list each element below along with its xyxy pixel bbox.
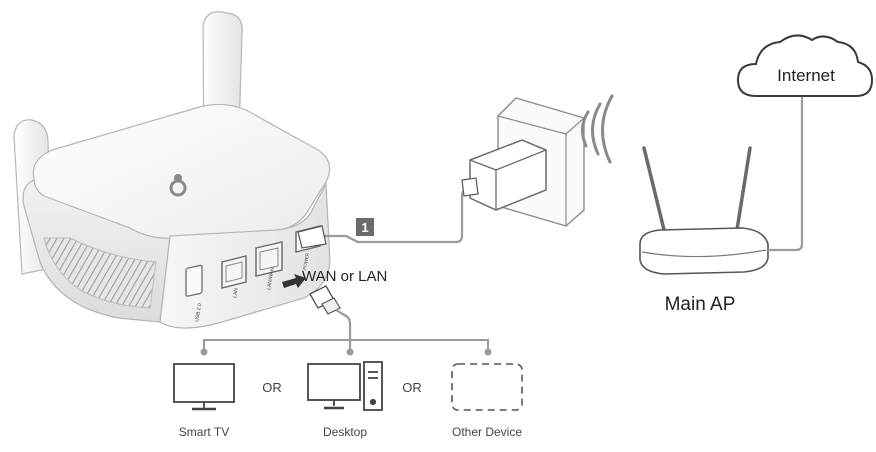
smart-tv-label: Smart TV (179, 425, 229, 439)
wifi-signal-icon (581, 94, 614, 164)
power-adapter-icon (461, 139, 547, 211)
router-vent (43, 237, 157, 309)
device-bracket (203, 339, 489, 352)
internet-label: Internet (777, 66, 835, 85)
router-logo-icon (169, 174, 187, 197)
power-port-label: POWER (302, 252, 310, 270)
main-ap-label: Main AP (665, 294, 736, 315)
arrow-icon (282, 274, 306, 288)
or-label-1: OR (262, 380, 282, 395)
tv-icon (173, 363, 235, 411)
wan-or-lan-label: WAN or LAN (302, 268, 387, 285)
cloud-icon: Internet (736, 34, 874, 97)
router-top (32, 103, 331, 239)
lan-port: LAN (221, 255, 247, 298)
ethernet-plug-icon (309, 285, 341, 315)
step-number: 1 (361, 220, 368, 235)
other-device-label: Other Device (452, 425, 522, 439)
desktop-icon (307, 363, 361, 410)
lan-port-label: LAN (232, 287, 240, 298)
travel-router: USB 2.0 LAN LAN/WAN POWER (13, 11, 331, 329)
usb-port: USB 2.0 (185, 264, 203, 323)
or-label-2: OR (402, 380, 422, 395)
bracket-dot-left (200, 348, 208, 356)
wan-cable (768, 94, 804, 252)
wan-lan-port-label: LAN/WAN (266, 267, 276, 291)
ethernet-cable: WAN or LAN (282, 268, 387, 352)
step-badge: 1 (356, 218, 374, 236)
bracket-dot-center (346, 348, 354, 356)
wan-lan-port: LAN/WAN (255, 241, 283, 291)
desktop-label: Desktop (323, 425, 367, 439)
other-device-icon (451, 363, 523, 411)
main-ap-router: Main AP (639, 146, 769, 315)
usb-port-label: USB 2.0 (194, 303, 203, 323)
tower-icon (363, 361, 383, 411)
bracket-dot-right (484, 348, 492, 356)
